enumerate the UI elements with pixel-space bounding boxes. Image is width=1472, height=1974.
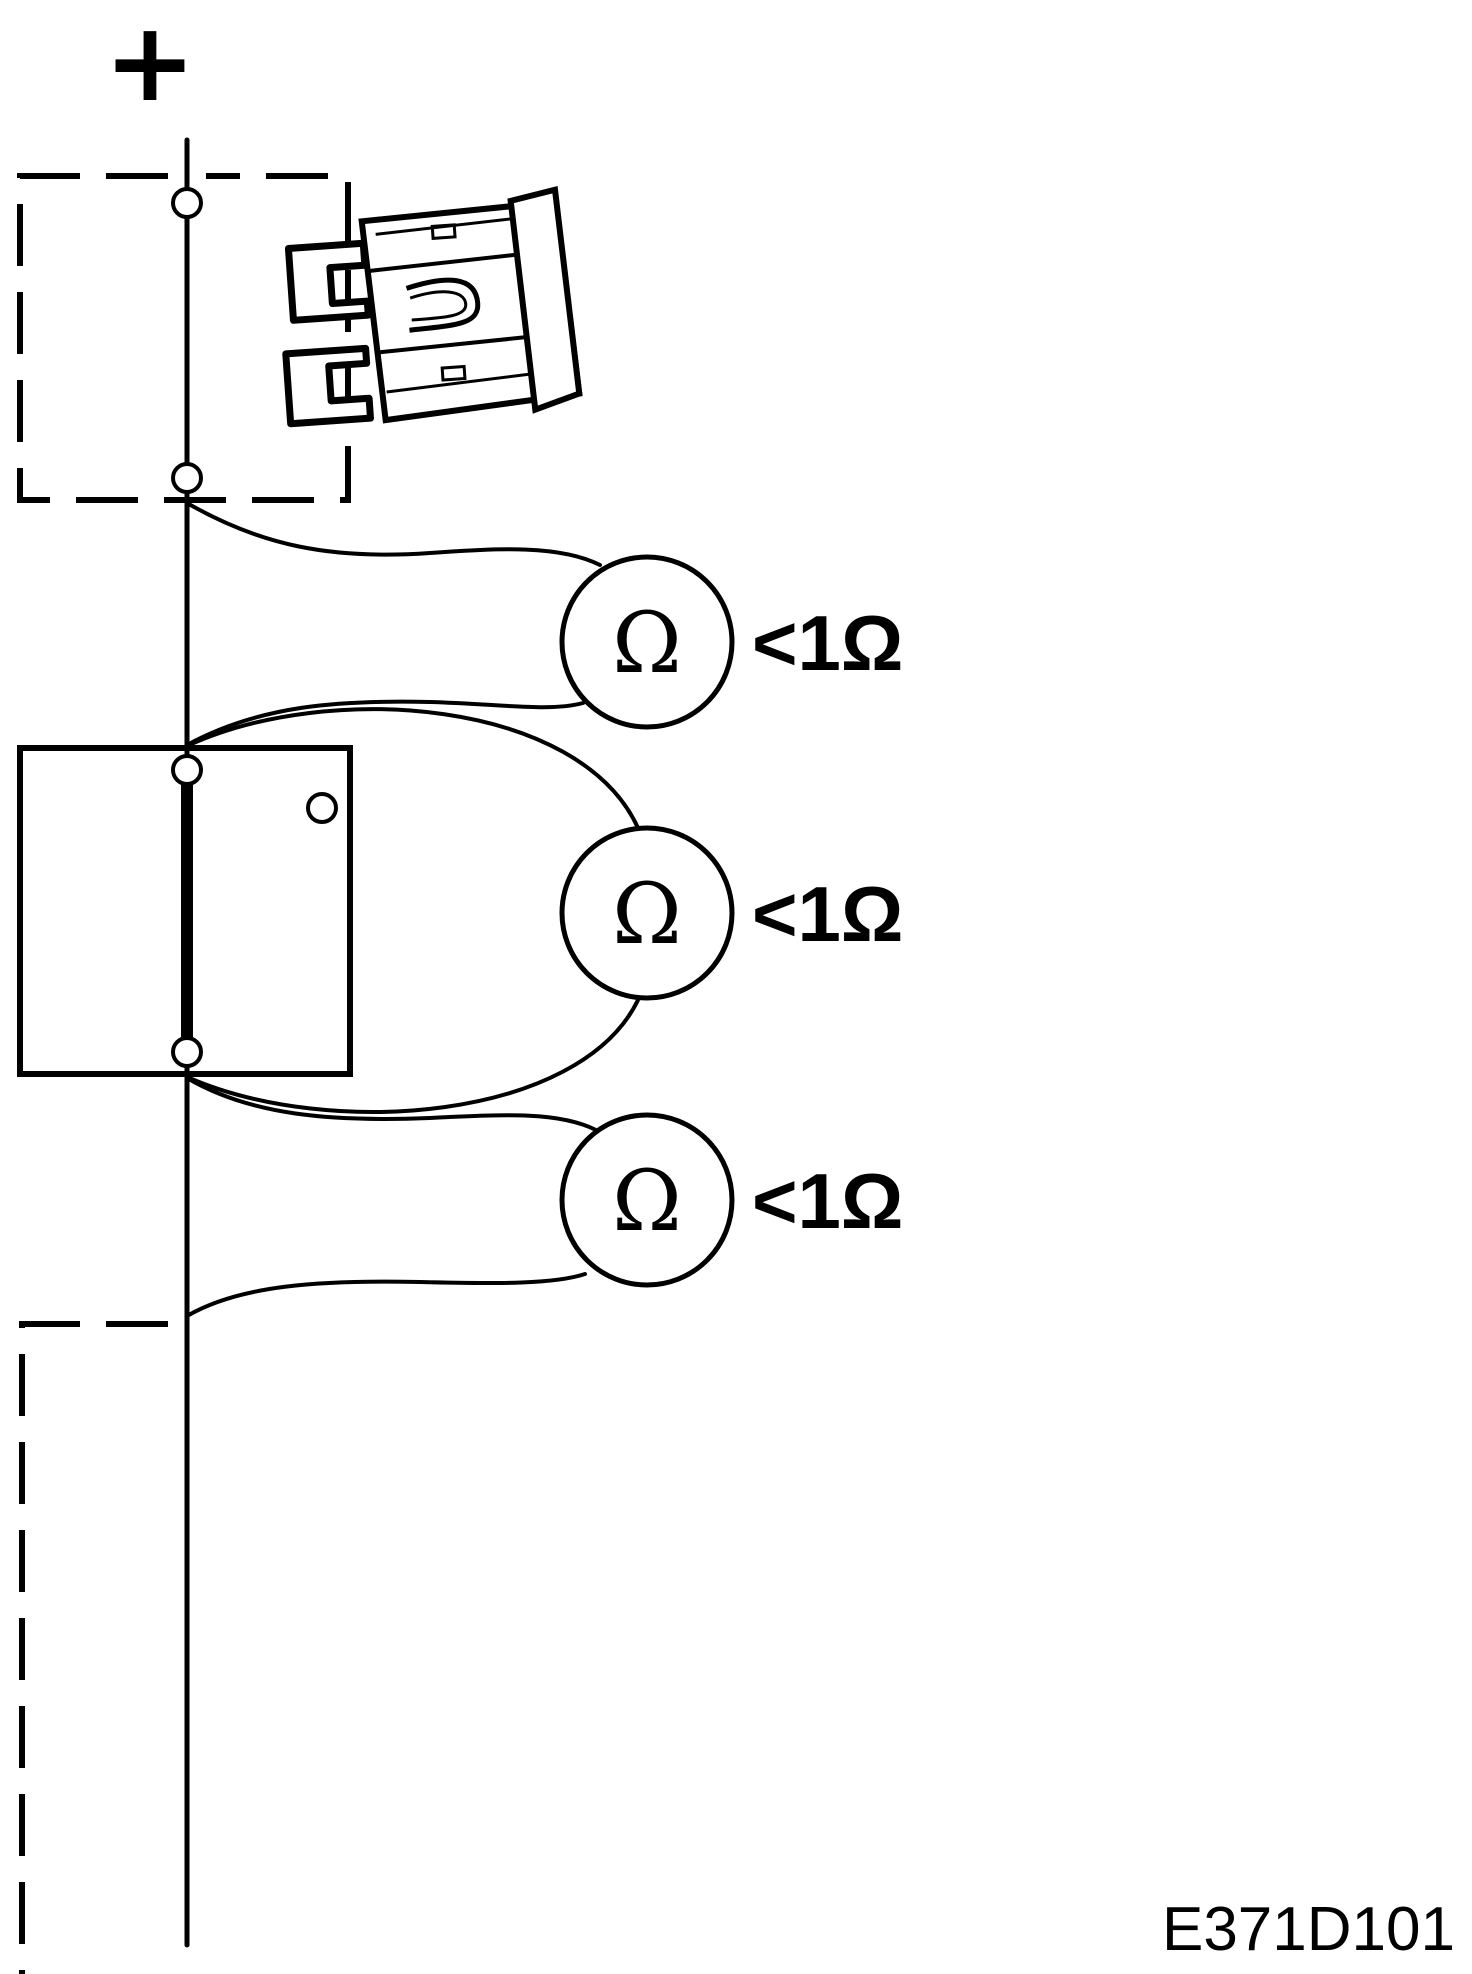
- ohmmeter-2-symbol: Ω: [612, 865, 682, 963]
- ohmmeter-2: Ω <1Ω: [559, 825, 903, 1001]
- ohmmeter-2-circle: [559, 825, 735, 1001]
- blade-fuse-icon: [282, 186, 583, 428]
- switch-terminal-top: [171, 754, 203, 786]
- figure-code: E371D101: [1162, 1895, 1455, 1964]
- positive-supply-symbol: +: [104, 0, 196, 126]
- ohmmeter-1-circle: [559, 554, 735, 730]
- fuse-terminal-top: [171, 187, 203, 219]
- switch-terminal-aux: [306, 792, 338, 824]
- fuse-terminal-bottom: [171, 462, 203, 494]
- meter-3-leads: [185, 1076, 598, 1318]
- meter-1-leads: [185, 501, 602, 747]
- ohmmeter-1: Ω <1Ω: [559, 554, 903, 730]
- switch-terminal-bottom: [171, 1036, 203, 1068]
- ohmmeter-3: Ω <1Ω: [559, 1112, 903, 1288]
- meter-2-leads: [185, 707, 640, 1114]
- ohmmeter-3-symbol: Ω: [612, 1152, 682, 1250]
- fuse-holder: [17, 173, 351, 503]
- ohmmeter-3-reading: <1Ω: [752, 1157, 903, 1245]
- lamp-holder: [19, 1321, 168, 1974]
- ohmmeter-1-symbol: Ω: [612, 594, 682, 692]
- ohmmeter-2-reading: <1Ω: [752, 870, 903, 958]
- ohmmeter-3-circle: [559, 1112, 735, 1288]
- ohmmeter-1-reading: <1Ω: [752, 599, 903, 687]
- switch-box: [17, 745, 353, 1077]
